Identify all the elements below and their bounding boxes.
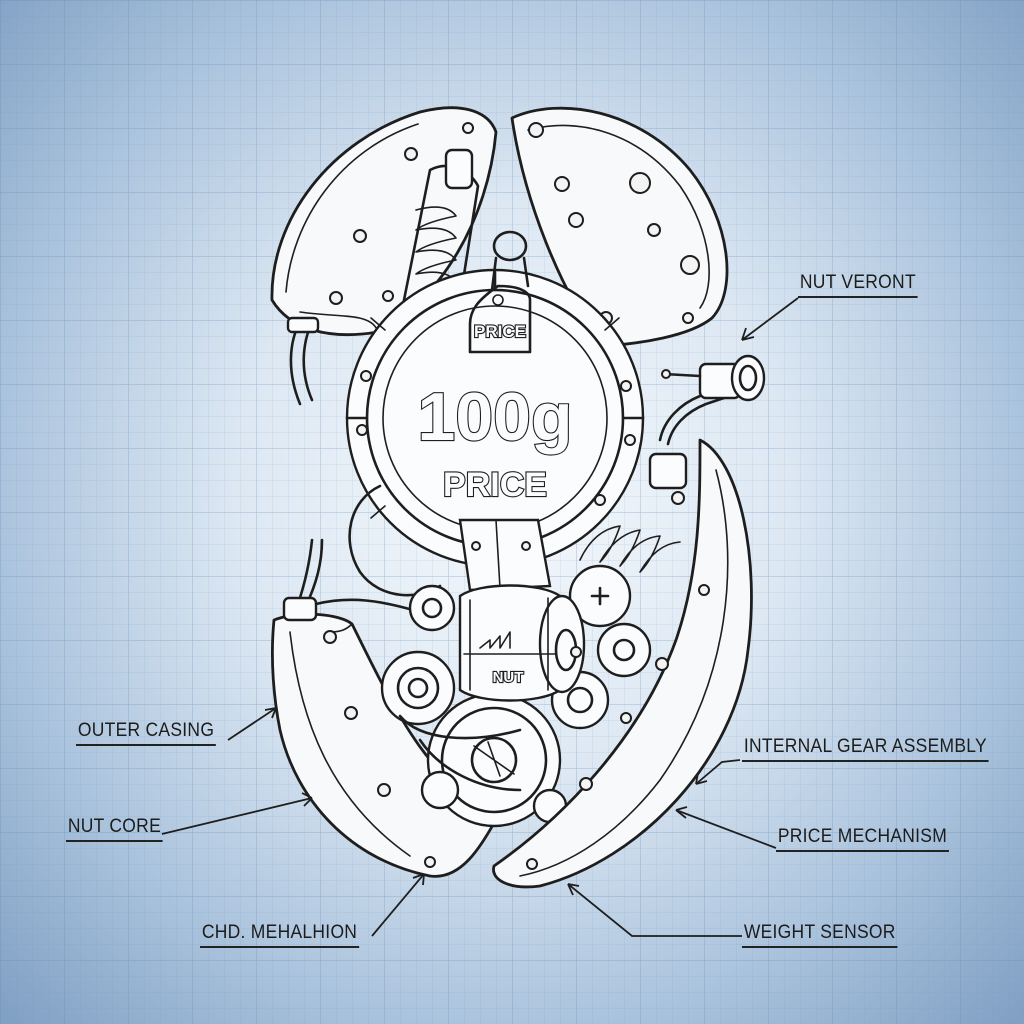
label-nut-core: NUT CORE: [66, 816, 163, 842]
nut-drum: NUT: [458, 584, 586, 702]
label-price-mechanism: PRICE MECHANISM: [776, 826, 949, 852]
label-chd-mehalhion: CHD. MEHALHION: [200, 922, 360, 948]
side-fitting: [658, 354, 766, 446]
label-outer-casing: OUTER CASING: [76, 720, 217, 746]
leader-lines: [161, 297, 799, 937]
price-readout: PRICE: [443, 466, 547, 504]
label-internal-gear-assembly: INTERNAL GEAR ASSEMBLY: [742, 736, 989, 762]
price-dial: PRICE 100g PRICE: [345, 230, 645, 597]
lower-left-shell: [270, 538, 502, 878]
weight-readout: 100g: [418, 379, 573, 455]
label-weight-sensor: WEIGHT SENSOR: [742, 922, 898, 948]
drum-label: NUT: [493, 669, 524, 686]
upper-right-shell: [510, 106, 729, 348]
internal-gears: [380, 452, 688, 828]
price-tag-text: PRICE: [474, 322, 526, 341]
label-nut-veront: NUT VERONT: [798, 272, 918, 298]
lower-right-shell: [492, 438, 753, 889]
upper-left-shell: [270, 106, 498, 406]
